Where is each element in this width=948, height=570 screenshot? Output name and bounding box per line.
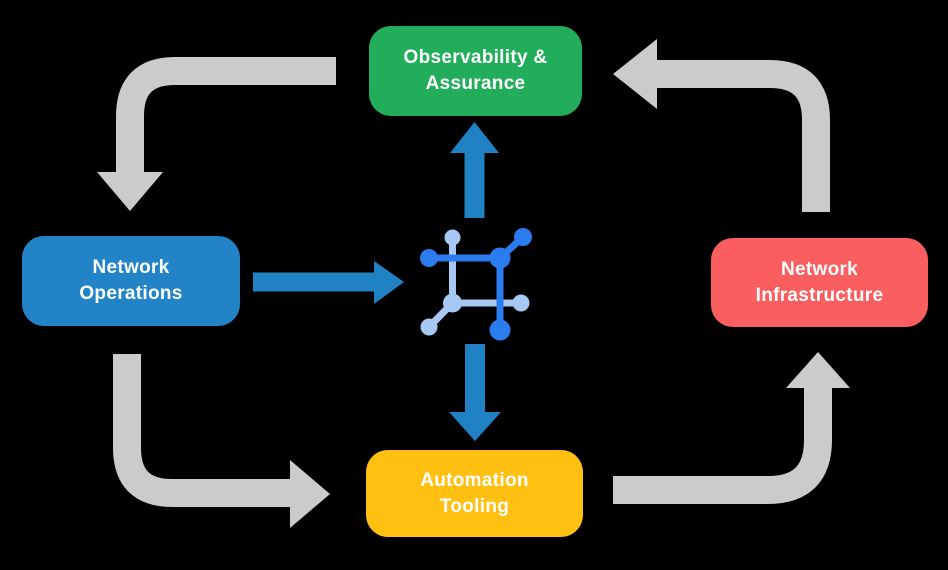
node-label-line: Tooling	[439, 495, 510, 517]
icon-node-top	[444, 229, 461, 246]
icon-node-right	[512, 294, 530, 312]
icon-node-bottom	[489, 319, 511, 341]
arrow-operations-to-automation	[113, 354, 330, 528]
icon-node-left	[420, 249, 438, 267]
arrow-operations-to-center	[253, 261, 404, 304]
node-label-line: Observability &	[403, 47, 548, 68]
node-label-line: Network	[92, 257, 170, 278]
icon-node-bottom-left	[420, 318, 438, 336]
arrow-head-down	[97, 172, 163, 211]
arrow-head-right	[374, 261, 404, 304]
arrow-head-right	[290, 460, 330, 528]
node-label-line: Operations	[79, 283, 183, 304]
network-mesh-icon	[420, 228, 532, 341]
arrow-infrastructure-to-observability	[613, 39, 830, 212]
arrow-observability-to-operations	[97, 57, 336, 211]
node-network-infrastructure: Network Infrastructure	[711, 238, 928, 327]
arrow-center-to-observability	[450, 122, 499, 218]
arrow-head-up	[450, 122, 499, 153]
icon-corner-bl	[443, 293, 462, 313]
arrow-center-to-automation	[449, 344, 501, 441]
node-label-line: Automation	[420, 469, 529, 491]
node-label-line: Infrastructure	[755, 284, 884, 306]
node-observability-assurance: Observability & Assurance	[369, 26, 582, 116]
node-automation-tooling: Automation Tooling	[366, 450, 583, 537]
node-label-line: Network	[780, 258, 859, 280]
node-network-operations: Network Operations	[22, 236, 240, 326]
arrow-head-up	[786, 352, 850, 388]
icon-node-top-right	[514, 228, 532, 246]
node-label-line: Assurance	[425, 73, 526, 94]
icon-corner-tr	[489, 247, 511, 269]
arrow-head-down	[449, 412, 501, 441]
arrow-automation-to-infrastructure	[613, 352, 850, 504]
arrow-head-left	[613, 39, 657, 109]
